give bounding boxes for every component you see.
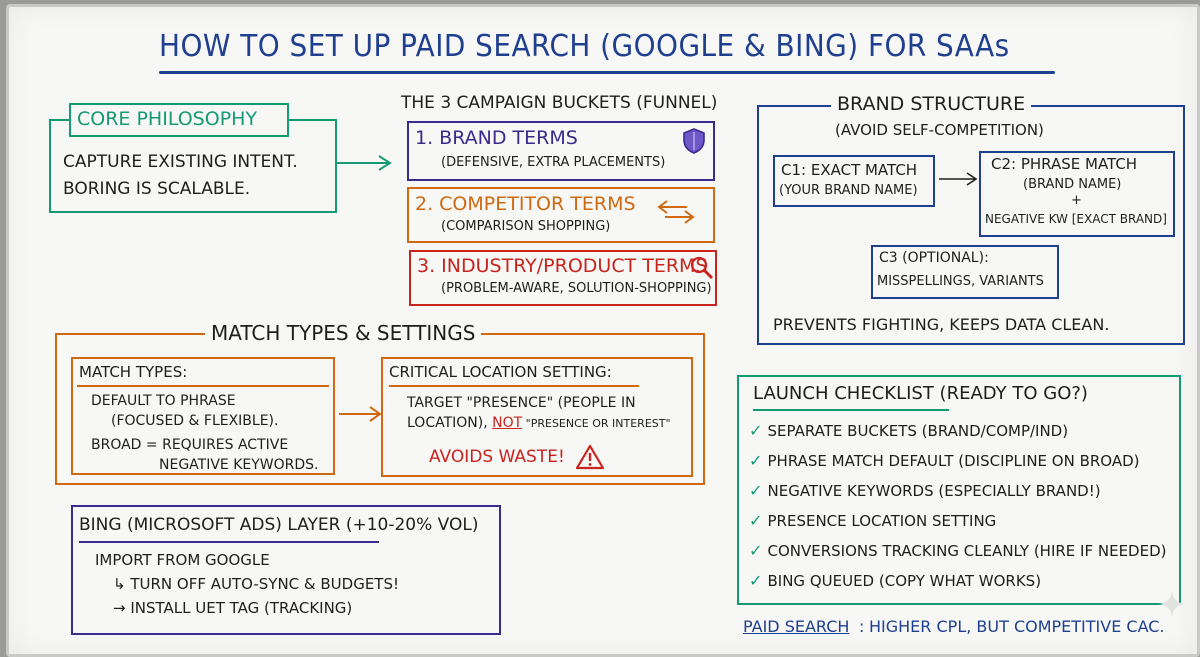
- location-not: NOT: [492, 415, 523, 431]
- c3-line-1: C3 (OPTIONAL):: [879, 250, 989, 266]
- checklist-item: ✓ CONVERSIONS TRACKING CLEANLY (HIRE IF …: [749, 541, 1166, 560]
- bucket-competitor-box: [407, 187, 715, 243]
- arrow-right-icon: [939, 172, 978, 186]
- location-setting-heading: CRITICAL LOCATION SETTING:: [389, 363, 612, 381]
- checklist-item-label: CONVERSIONS TRACKING CLEANLY (HIRE IF NE…: [767, 542, 1167, 560]
- bing-line-3: → INSTALL UET TAG (TRACKING): [113, 599, 353, 617]
- checklist-item: ✓ PHRASE MATCH DEFAULT (DISCIPLINE ON BR…: [749, 451, 1140, 470]
- checklist-item-label: PHRASE MATCH DEFAULT (DISCIPLINE ON BROA…: [767, 452, 1140, 470]
- check-icon: ✓: [749, 511, 763, 530]
- bucket-competitor-title: 2. COMPETITOR TERMS: [415, 193, 636, 215]
- match-types-heading: MATCH TYPES & SETTINGS: [205, 321, 482, 345]
- bucket-industry-sub: (PROBLEM-AWARE, SOLUTION-SHOPPING): [441, 281, 712, 296]
- arrow-right-icon: [339, 406, 382, 422]
- checklist-item-label: BING QUEUED (COPY WHAT WORKS): [767, 572, 1042, 590]
- c3-box: [871, 245, 1059, 299]
- check-icon: ✓: [749, 571, 763, 590]
- core-philosophy-line-1: CAPTURE EXISTING INTENT.: [63, 152, 298, 172]
- bing-line-1: IMPORT FROM GOOGLE: [95, 551, 270, 569]
- launch-checklist-heading: LAUNCH CHECKLIST (READY TO GO?): [753, 383, 1088, 404]
- arrow-right-icon: [335, 155, 392, 171]
- bucket-brand-sub: (DEFENSIVE, EXTRA PLACEMENTS): [441, 155, 666, 170]
- checklist-item: ✓ SEPARATE BUCKETS (BRAND/COMP/IND): [749, 421, 1068, 440]
- match-types-inner-box: [71, 357, 335, 475]
- avoids-waste: AVOIDS WASTE!: [429, 447, 565, 467]
- check-icon: ✓: [749, 541, 763, 560]
- checklist-item: ✓ PRESENCE LOCATION SETTING: [749, 511, 996, 530]
- checklist-item-label: PRESENCE LOCATION SETTING: [767, 512, 997, 530]
- core-philosophy-heading-box: [69, 103, 289, 137]
- location-heading-underline: [389, 385, 639, 387]
- checklist-item-label: NEGATIVE KEYWORDS (ESPECIALLY BRAND!): [767, 482, 1101, 500]
- c2-line-1: C2: PHRASE MATCH: [991, 155, 1138, 173]
- launch-checklist-box: [737, 375, 1181, 605]
- bing-line-2: ↳ TURN OFF AUTO-SYNC & BUDGETS!: [113, 575, 399, 593]
- c2-line-2: (BRAND NAME): [1023, 177, 1122, 192]
- shield-icon: [683, 128, 705, 154]
- brand-structure-sub: (AVOID SELF-COMPETITION): [835, 121, 1044, 139]
- match-line-1: DEFAULT TO PHRASE: [91, 393, 236, 409]
- footer-label: PAID SEARCH: [743, 617, 850, 636]
- bucket-brand-box: [407, 121, 715, 181]
- c2-box: [979, 151, 1175, 237]
- checklist-item: ✓ NEGATIVE KEYWORDS (ESPECIALLY BRAND!): [749, 481, 1101, 500]
- c1-line-1: C1: EXACT MATCH: [781, 161, 918, 179]
- location-line-1: TARGET "PRESENCE" (PEOPLE IN: [407, 395, 636, 411]
- footer-text: HIGHER CPL, BUT COMPETITIVE CAC.: [869, 617, 1165, 636]
- location-line-2: LOCATION), NOT "PRESENCE OR INTEREST": [407, 415, 671, 431]
- match-line-2: (FOCUSED & FLEXIBLE).: [111, 413, 279, 429]
- match-line-3: BROAD = REQUIRES ACTIVE: [91, 437, 289, 453]
- c2-plus: +: [1071, 193, 1082, 208]
- bucket-brand-title: 1. BRAND TERMS: [415, 127, 578, 149]
- location-line-2c: "PRESENCE OR INTEREST": [522, 417, 671, 430]
- match-types-subheading: MATCH TYPES:: [79, 363, 188, 381]
- footer-colon: :: [859, 617, 865, 636]
- whiteboard: HOW TO SET UP PAID SEARCH (GOOGLE & BING…: [6, 4, 1200, 657]
- check-icon: ✓: [749, 451, 763, 470]
- bucket-industry-box: [409, 250, 717, 306]
- page-title: HOW TO SET UP PAID SEARCH (GOOGLE & BING…: [159, 29, 1010, 64]
- magnifying-glass-icon: [690, 256, 714, 280]
- checklist-heading-underline: [753, 409, 949, 411]
- bucket-competitor-sub: (COMPARISON SHOPPING): [441, 219, 611, 234]
- sparkle-icon: [1159, 591, 1185, 617]
- bing-heading-underline: [79, 541, 379, 543]
- c1-box: [773, 155, 935, 207]
- location-setting-box: [381, 357, 693, 477]
- brand-structure-footer: PREVENTS FIGHTING, KEEPS DATA CLEAN.: [773, 315, 1110, 334]
- location-line-2a: LOCATION),: [407, 415, 493, 431]
- bing-layer-box: [71, 505, 501, 635]
- checklist-item-label: SEPARATE BUCKETS (BRAND/COMP/IND): [767, 422, 1069, 440]
- core-philosophy-line-2: BORING IS SCALABLE.: [63, 179, 251, 199]
- c2-line-3: NEGATIVE KW [EXACT BRAND]: [985, 212, 1167, 226]
- check-icon: ✓: [749, 421, 763, 440]
- check-icon: ✓: [749, 481, 763, 500]
- bucket-industry-title: 3. INDUSTRY/PRODUCT TERMS: [417, 255, 708, 277]
- bing-layer-heading: BING (MICROSOFT ADS) LAYER (+10-20% VOL): [79, 515, 479, 535]
- c1-line-2: (YOUR BRAND NAME): [779, 183, 918, 198]
- brand-structure-heading: BRAND STRUCTURE: [831, 93, 1032, 115]
- title-underline: [159, 71, 1055, 74]
- warning-icon: [575, 444, 605, 470]
- checklist-item: ✓ BING QUEUED (COPY WHAT WORKS): [749, 571, 1041, 590]
- core-philosophy-heading: CORE PHILOSOPHY: [77, 108, 258, 130]
- two-way-arrows-icon: [657, 200, 695, 224]
- match-line-4: NEGATIVE KEYWORDS.: [159, 457, 319, 473]
- match-types-subheading-underline: [77, 385, 329, 387]
- c3-line-2: MISSPELLINGS, VARIANTS: [877, 274, 1044, 289]
- buckets-heading: THE 3 CAMPAIGN BUCKETS (FUNNEL): [401, 93, 718, 113]
